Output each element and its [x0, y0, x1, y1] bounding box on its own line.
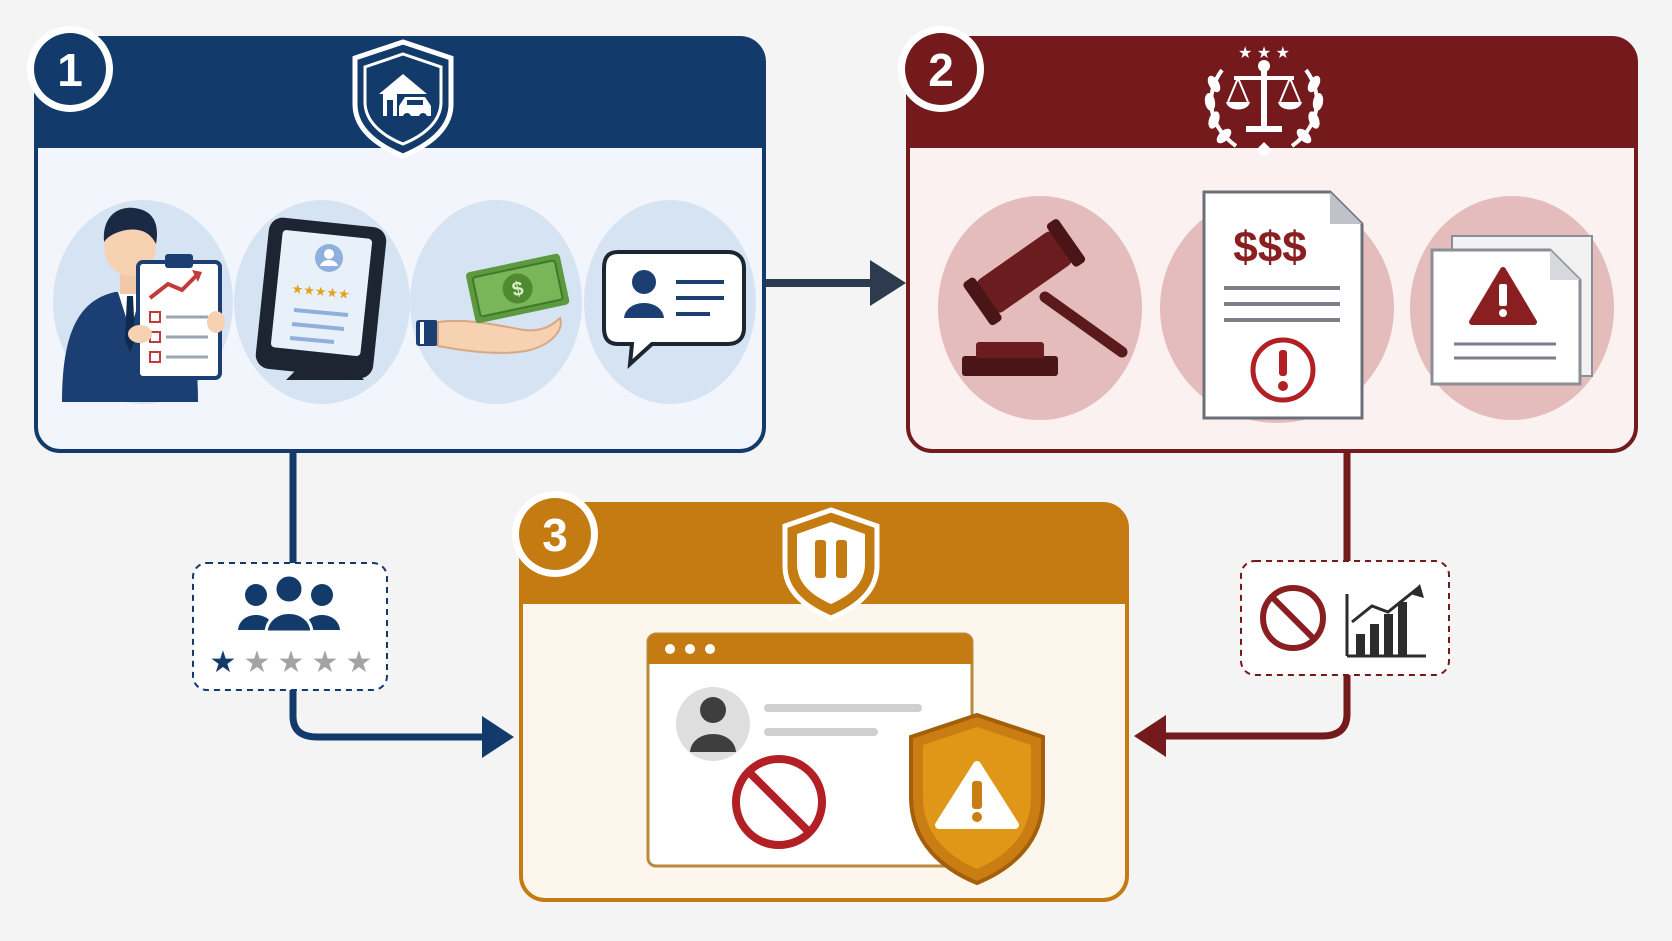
- arrow-panel1-to-panel2: [766, 260, 906, 306]
- svg-text:★: ★: [346, 646, 373, 679]
- svg-text:★: ★: [278, 646, 305, 679]
- connector-panel2-to-panel3: [1134, 453, 1351, 757]
- step-number-3: 3: [542, 509, 568, 561]
- svg-text:★★★★★: ★★★★★: [291, 281, 351, 302]
- left-badge-group-rating: ★ ★ ★ ★ ★: [192, 562, 388, 691]
- growth-chart-icon: [1345, 584, 1426, 658]
- svg-text:★: ★: [244, 646, 271, 679]
- warning-documents-icon: [1430, 235, 1593, 386]
- step-number-2: 2: [928, 44, 954, 96]
- svg-text:★: ★: [312, 646, 339, 679]
- svg-text:$: $: [510, 278, 525, 302]
- connector-panel1-to-panel3: [289, 453, 514, 758]
- step-badge-1: 1: [27, 26, 113, 112]
- review-kiosk-icon: ★★★★★: [255, 217, 387, 380]
- gavel-icon: [962, 219, 1128, 376]
- star-rating-icon: ★ ★ ★ ★ ★: [210, 646, 373, 679]
- svg-text:★ ★ ★: ★ ★ ★: [1238, 45, 1290, 62]
- profile-chat-bubble-icon: [602, 250, 746, 369]
- step-number-1: 1: [57, 44, 83, 96]
- right-badge-prohibited-chart: [1240, 560, 1450, 676]
- step-badge-3: 3: [512, 491, 598, 577]
- bill-document-icon: $$$: [1202, 190, 1364, 420]
- consultant-checklist-icon: [62, 207, 225, 402]
- warning-shield-icon: [909, 712, 1045, 886]
- prohibited-icon: [1260, 585, 1326, 651]
- group-icon: [238, 573, 340, 634]
- user-avatar-icon: [676, 687, 750, 761]
- shield-house-car-icon: [352, 39, 454, 159]
- scales-of-justice-laurel-icon: ★ ★ ★: [1204, 45, 1324, 156]
- cash-in-hand-icon: $: [416, 253, 570, 354]
- svg-text:★: ★: [210, 646, 237, 679]
- prohibited-icon: [732, 755, 826, 849]
- step-badge-2: 2: [898, 26, 984, 112]
- shield-pause-icon: [782, 507, 880, 621]
- bill-amount: $$$: [1233, 223, 1306, 272]
